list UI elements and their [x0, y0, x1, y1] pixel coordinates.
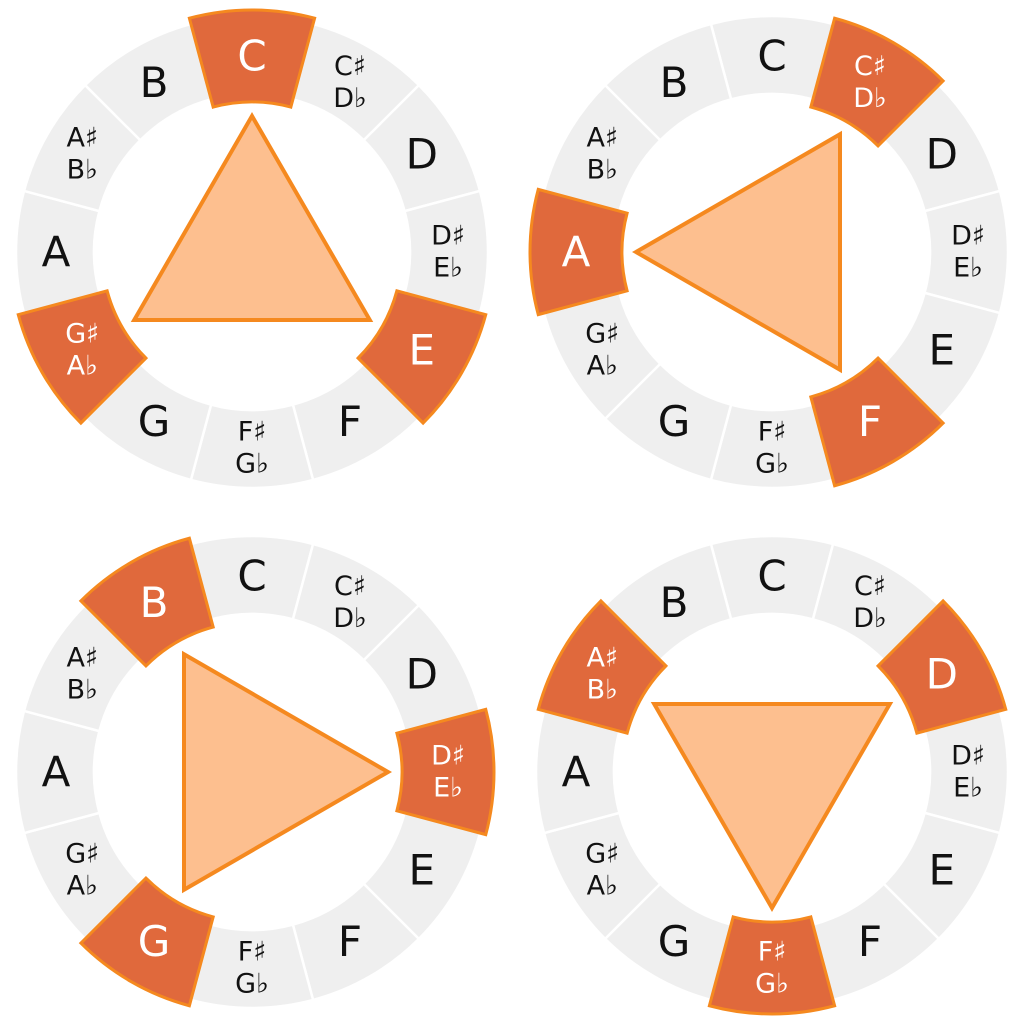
note-label-1-11-flat: B♭: [67, 155, 98, 186]
note-segment-4-12: [603, 542, 733, 663]
note-label-2-3: D: [926, 130, 958, 179]
note-label-4-2-flat: D♭: [853, 603, 887, 634]
note-label-4-12: B: [660, 578, 689, 627]
note-label-2-9-flat: A♭: [587, 351, 618, 382]
note-label-3-7-sharp: F♯: [238, 937, 267, 968]
note-label-2-11-sharp: A♯: [586, 123, 618, 154]
note-label-4-9-flat: A♭: [587, 871, 618, 902]
note-label-4-10: A: [562, 748, 591, 797]
note-label-3-4-flat: E♭: [433, 773, 463, 804]
note-label-2-1: C: [757, 32, 786, 81]
note-label-1-12: B: [140, 58, 169, 107]
note-label-3-10: A: [42, 748, 71, 797]
note-label-3-9-flat: A♭: [67, 871, 98, 902]
note-label-4-7-sharp: F♯: [758, 937, 787, 968]
note-label-3-8: G: [138, 917, 171, 966]
note-segment-2-12: [603, 22, 733, 143]
note-segment-1-9-highlighted: [16, 288, 149, 426]
note-label-3-11-flat: B♭: [67, 675, 98, 706]
note-label-3-5: E: [408, 846, 435, 895]
note-label-1-3: D: [406, 130, 438, 179]
note-label-2-2-flat: D♭: [853, 83, 887, 114]
note-segment-3-12-highlighted: [78, 536, 216, 669]
note-label-3-6: F: [338, 917, 362, 966]
note-label-1-2-flat: D♭: [333, 83, 367, 114]
note-segment-1-1-highlighted: [187, 8, 317, 109]
note-label-1-8: G: [138, 397, 171, 446]
note-label-3-3: D: [406, 650, 438, 699]
note-label-4-4-flat: E♭: [953, 773, 983, 804]
note-wheel-1: C♯D♭ D D♯E♭ F F♯G♭ G A A♯B♭ B C E G♯A♭: [14, 8, 490, 490]
note-label-2-4-flat: E♭: [953, 253, 983, 284]
note-label-1-5: E: [408, 326, 435, 375]
note-label-3-7-flat: G♭: [235, 969, 269, 1000]
note-label-2-7-flat: G♭: [755, 449, 789, 480]
note-label-2-10: A: [562, 228, 591, 277]
note-label-3-9-sharp: G♯: [65, 839, 99, 870]
note-label-3-4-sharp: D♯: [431, 741, 465, 772]
note-label-4-11-flat: B♭: [587, 675, 618, 706]
note-segment-4-7-highlighted: [707, 915, 837, 1016]
note-label-2-9-sharp: G♯: [585, 319, 619, 350]
augmented-triad-triangle-2: [631, 130, 842, 374]
note-segment-2-6-highlighted: [808, 355, 946, 488]
note-label-1-4-sharp: D♯: [431, 221, 465, 252]
note-segment-2-10-highlighted: [528, 187, 629, 317]
note-label-4-11-sharp: A♯: [586, 643, 618, 674]
note-label-3-11-sharp: A♯: [66, 643, 98, 674]
note-label-4-3: D: [926, 650, 958, 699]
note-label-1-10: A: [42, 228, 71, 277]
note-label-1-9-flat: A♭: [67, 351, 98, 382]
note-label-2-11-flat: B♭: [587, 155, 618, 186]
note-label-4-5: E: [928, 846, 955, 895]
augmented-triad-triangle-3: [182, 650, 392, 894]
note-label-2-6: F: [858, 397, 882, 446]
note-label-3-1: C: [237, 552, 266, 601]
note-label-2-12: B: [660, 58, 689, 107]
note-label-4-6: F: [858, 917, 882, 966]
note-label-3-2-flat: D♭: [333, 603, 367, 634]
note-label-4-8: G: [658, 917, 691, 966]
note-label-4-7-flat: G♭: [755, 969, 789, 1000]
note-label-1-2-sharp: C♯: [334, 51, 366, 82]
note-wheel-3: C C♯D♭ D EF F♯G♭ G♯A♭ A A♯B♭ D♯E♭ G B: [14, 534, 496, 1010]
note-label-2-8: G: [658, 397, 691, 446]
note-label-1-9-sharp: G♯: [65, 319, 99, 350]
note-label-1-7-flat: G♭: [235, 449, 269, 480]
note-label-3-12: B: [140, 578, 169, 627]
note-label-3-2-sharp: C♯: [334, 571, 366, 602]
note-label-1-4-flat: E♭: [433, 253, 463, 284]
note-segment-4-3-highlighted: [875, 598, 1008, 736]
note-label-4-2-sharp: C♯: [854, 571, 886, 602]
note-segment-3-8-highlighted: [78, 875, 216, 1008]
note-segment-2-2-highlighted: [808, 16, 946, 149]
note-label-4-1: C: [757, 552, 786, 601]
note-label-2-7-sharp: F♯: [758, 417, 787, 448]
note-label-2-4-sharp: D♯: [951, 221, 985, 252]
note-label-1-1: C: [237, 32, 266, 81]
note-segment-3-4-highlighted: [395, 707, 496, 837]
note-label-4-9-sharp: G♯: [585, 839, 619, 870]
note-wheel-2: C D D♯E♭ E F♯G♭ G G♯A♭ A♯B♭ B C♯D♭ F A: [528, 14, 1010, 490]
augmented-triad-triangle-4: [650, 702, 894, 912]
note-label-1-7-sharp: F♯: [238, 417, 267, 448]
note-segment-1-5-highlighted: [355, 288, 488, 426]
note-label-4-4-sharp: D♯: [951, 741, 985, 772]
note-segment-4-11-highlighted: [536, 598, 669, 736]
note-label-1-6: F: [338, 397, 362, 446]
note-wheel-4: C C♯D♭ D♯E♭ EF G G♯A♭ A B D F♯G♭ A♯B♭: [534, 534, 1010, 1016]
note-label-1-11-sharp: A♯: [66, 123, 98, 154]
note-label-2-5: E: [928, 326, 955, 375]
note-label-2-2-sharp: C♯: [854, 51, 886, 82]
augmented-triad-triangle-1: [130, 111, 374, 322]
